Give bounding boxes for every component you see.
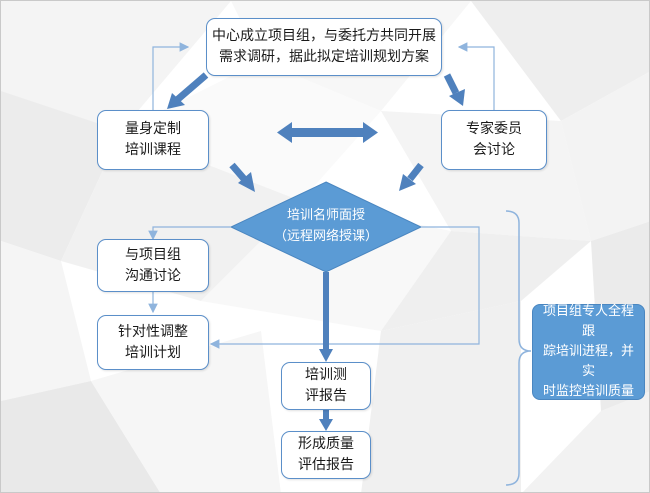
double-arrow — [290, 128, 364, 137]
line-diamond-to-communicate — [148, 226, 231, 241]
node-quality-label: 形成质量 评估报告 — [298, 436, 354, 473]
line-diamond-feedback — [209, 226, 480, 349]
node-report-label: 培训测 评报告 — [305, 367, 347, 404]
arrow-diamond-to-report — [323, 272, 329, 352]
node-left: 量身定制 培训课程 — [97, 110, 209, 170]
node-right: 专家委员 会讨论 — [441, 110, 547, 170]
node-communicate-label: 与项目组 沟通讨论 — [125, 246, 181, 284]
loop-line-left — [152, 42, 190, 110]
arrow-left-to-diamond — [229, 162, 248, 183]
node-right-label: 专家委员 会讨论 — [466, 121, 522, 158]
arrow-top-to-left — [174, 72, 209, 103]
node-left-label: 量身定制 培训课程 — [125, 121, 181, 158]
node-adjust: 针对性调整 培训计划 — [97, 315, 209, 370]
curly-brace — [505, 210, 532, 486]
node-quality: 形成质量 评估报告 — [281, 431, 371, 479]
arrow-right-to-diamond — [407, 162, 424, 182]
node-communicate: 与项目组 沟通讨论 — [97, 239, 209, 292]
arrow-top-to-right — [443, 73, 460, 95]
node-adjust-label: 针对性调整 培训计划 — [118, 323, 188, 361]
loop-line-right — [457, 42, 495, 110]
node-report: 培训测 评报告 — [281, 362, 371, 410]
node-side-panel: 项目组专人全程跟 踪培训进程，并实 时监控培训质量 — [532, 304, 645, 400]
node-top: 中心成立项目组，与委托方共同开展 需求调研，据此拟定培训规划方案 — [206, 18, 442, 76]
node-diamond-label: 培训名师面授 （远程网络授课） — [273, 208, 378, 244]
arrow-report-to-quality — [323, 410, 329, 422]
node-top-label: 中心成立项目组，与委托方共同开展 需求调研，据此拟定培训规划方案 — [212, 28, 436, 65]
node-side-label: 项目组专人全程跟 踪培训进程，并实 时监控培训质量 — [542, 304, 634, 399]
